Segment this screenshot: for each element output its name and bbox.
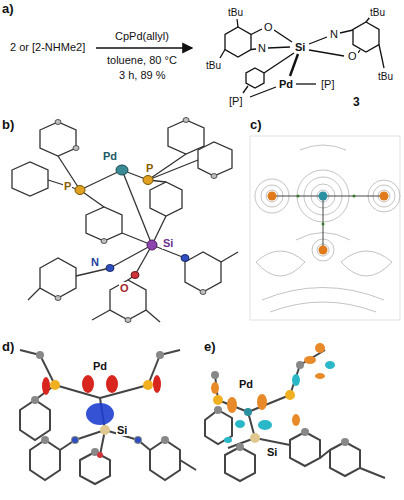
condition-label: toluene, 80 °C [106, 54, 178, 66]
contour-plot [250, 136, 400, 320]
compound-number: 3 [352, 96, 361, 109]
atom-label: [P] [320, 78, 335, 90]
atom-label: [P] [228, 95, 243, 107]
atom-label: Si [294, 41, 306, 53]
substituent-label: tBu [377, 71, 394, 82]
reagent-label: CpPd(allyl) [114, 30, 170, 42]
crystal-structure [12, 118, 238, 323]
atom-label: Pd [102, 150, 118, 162]
atom-label: Pd [278, 78, 294, 90]
atom-label: P [63, 180, 72, 192]
substituent-label: tBu [369, 7, 386, 18]
panel-letter: d) [2, 340, 14, 354]
atom-label: Pd [92, 360, 108, 372]
atom-label: Si [162, 237, 174, 249]
reactant-label: 2 or [2-NHMe2] [9, 41, 86, 53]
orbital-plot-d [20, 350, 196, 484]
atom-label: O [263, 21, 274, 33]
atom-label: Si [116, 424, 128, 436]
atom-label: N [257, 42, 267, 54]
atom-label: N [329, 28, 339, 40]
atom-label: N [90, 256, 100, 268]
atom-label: O [119, 282, 130, 294]
panel-letter: a) [2, 2, 14, 16]
orbital-plot-e [205, 343, 385, 481]
atom-label: O [347, 50, 358, 62]
condition-label: 3 h, 89 % [118, 69, 166, 81]
panel-letter: e) [204, 340, 216, 354]
atom-label: Si [266, 446, 278, 458]
reaction-arrow [96, 47, 192, 48]
atom-label: P [145, 162, 154, 174]
substituent-label: tBu [227, 7, 244, 18]
panel-letter: c) [250, 118, 262, 132]
panel-letter: b) [2, 118, 14, 132]
atom-label: Pd [238, 378, 254, 390]
product-structure [220, 17, 384, 97]
substituent-label: tBu [205, 60, 222, 71]
